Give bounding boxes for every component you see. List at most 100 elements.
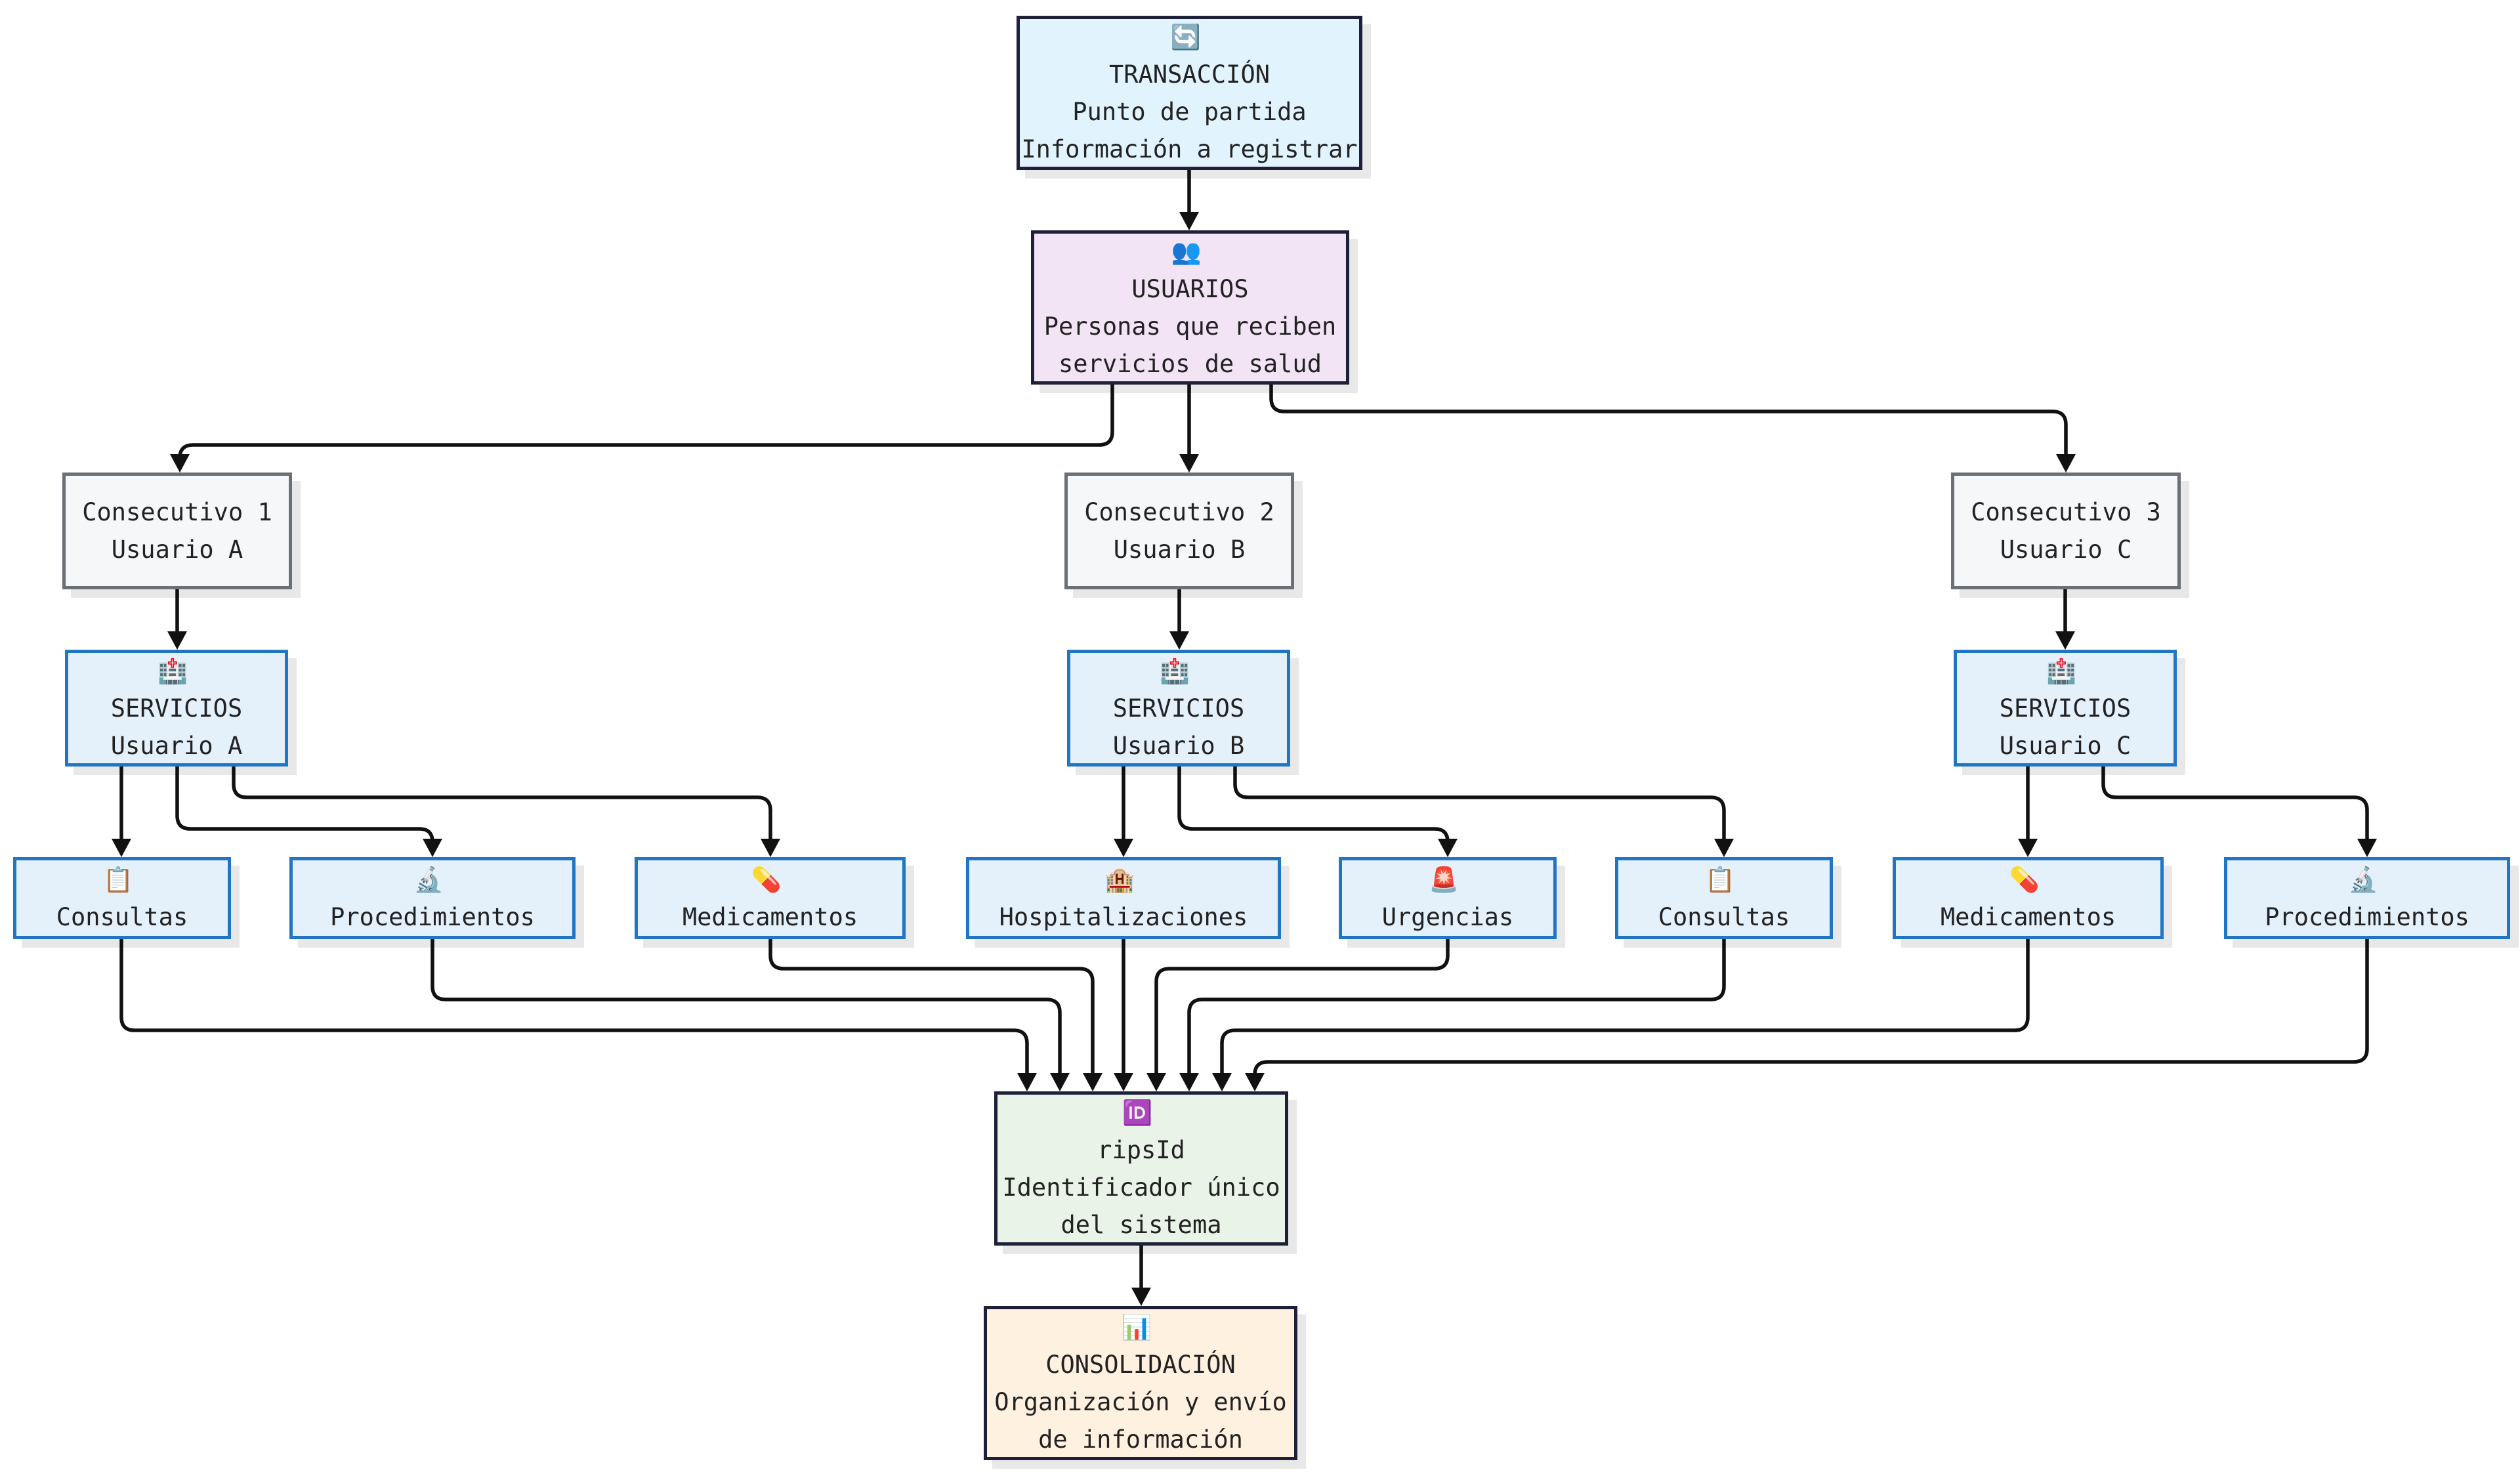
arrowhead-servicios_c: [2055, 631, 2075, 650]
microscope-icon: 🔬: [413, 865, 444, 894]
arrowhead-consultas_a: [112, 839, 131, 857]
arrowhead-consolidacion: [1131, 1288, 1151, 1306]
ripsid-description: del sistema: [1060, 1210, 1222, 1239]
transaccion-node: 🔄TRANSACCIÓN Punto de partida Informació…: [1017, 16, 1362, 170]
clipboard-icon: 📋: [1704, 865, 1736, 894]
arrowhead-consultas_b: [1714, 839, 1734, 857]
consecutivo-2-node: Consecutivo 2 Usuario B: [1064, 473, 1294, 589]
edge-procedimientos_a-to-ripsid: [430, 939, 1062, 1074]
hospital-icon: 🏥: [2046, 656, 2077, 685]
microscope-icon: 🔬: [2347, 865, 2379, 894]
consultas-b-node: 📋 Consultas: [1615, 857, 1833, 939]
pill-icon: 💊: [2009, 865, 2040, 894]
arrowhead-ripsid: [1114, 1073, 1133, 1091]
consecutivo-2-user: Usuario B: [1113, 536, 1246, 564]
edge-consultas_b-to-ripsid: [1187, 939, 1726, 1074]
arrowhead-servicios_b: [1169, 631, 1189, 650]
servicios-b-node: 🏥 SERVICIOS Usuario B: [1067, 650, 1290, 767]
ripsid-title: ripsId: [1097, 1135, 1185, 1164]
transaccion-title: TRANSACCIÓN: [1108, 60, 1270, 89]
edge-consultas_a-to-ripsid: [119, 939, 1029, 1074]
arrowhead-consecutivo3: [2056, 454, 2076, 473]
consecutivo-1-user: Usuario A: [111, 536, 243, 564]
edge-servicios_a-to-procedimientos_a: [175, 767, 434, 843]
edge-servicios_b-to-consultas_b: [1233, 767, 1726, 840]
servicios-b-title: SERVICIOS: [1112, 694, 1245, 723]
servicios-a-user: Usuario A: [110, 731, 243, 760]
arrowhead-urgencias_b: [1438, 839, 1458, 857]
edge-servicios_c-to-procedimientos_c: [2101, 767, 2369, 840]
hospitalizaciones-b-node: 🏨 Hospitalizaciones: [966, 857, 1281, 939]
arrowhead-ripsid: [1083, 1073, 1102, 1091]
servicios-b-user: Usuario B: [1112, 731, 1245, 760]
procedimientos-a-node: 🔬 Procedimientos: [289, 857, 576, 939]
arrowhead-servicios_a: [167, 631, 187, 650]
edge-urgencias_b-to-ripsid: [1154, 939, 1450, 1074]
medicamentos-a-node: 💊 Medicamentos: [635, 857, 906, 939]
consecutivo-1-node: Consecutivo 1 Usuario A: [62, 473, 292, 589]
usuarios-node: 👥 USUARIOS Personas que reciben servicios…: [1031, 230, 1349, 385]
edge-servicios_b-to-urgencias_b: [1177, 767, 1450, 843]
procedimientos-c-label: Procedimientos: [2265, 902, 2469, 931]
refresh-icon: 🔄: [1170, 22, 1201, 51]
consolidacion-description: de información: [1038, 1425, 1243, 1454]
consolidacion-node: 📊CONSOLIDACIÓN Organización y envío de i…: [984, 1306, 1297, 1460]
hospitalizaciones-b-label: Hospitalizaciones: [999, 902, 1248, 931]
arrowhead-ripsid: [1179, 1073, 1199, 1091]
edge-medicamentos_c-to-ripsid: [1220, 939, 2030, 1074]
arrowhead-ripsid: [1212, 1073, 1232, 1091]
arrowhead-ripsid: [1050, 1073, 1070, 1091]
arrowhead-ripsid: [1017, 1073, 1037, 1091]
transaccion-subtitle: Punto de partida: [1072, 97, 1307, 126]
hospital-icon: 🏥: [1159, 656, 1190, 685]
urgencias-b-label: Urgencias: [1381, 902, 1514, 931]
consolidacion-subtitle: Organización y envío: [994, 1387, 1287, 1416]
arrowhead-procedimientos_c: [2357, 839, 2377, 857]
medicamentos-a-label: Medicamentos: [682, 902, 858, 931]
id-icon: 🆔: [1122, 1098, 1153, 1127]
consecutivo-3-label: Consecutivo 3: [1971, 498, 2161, 526]
hotel-icon: 🏨: [1104, 865, 1135, 894]
arrowhead-ripsid: [1245, 1073, 1265, 1091]
medicamentos-c-node: 💊 Medicamentos: [1893, 857, 2164, 939]
consultas-b-label: Consultas: [1658, 902, 1790, 931]
arrowhead-medicamentos_a: [761, 839, 780, 857]
users-icon: 👥: [1171, 237, 1202, 266]
consecutivo-3-node: Consecutivo 3 Usuario C: [1951, 473, 2181, 589]
arrowhead-medicamentos_c: [2018, 839, 2038, 857]
consecutivo-3-user: Usuario C: [2000, 536, 2132, 564]
consolidacion-title: CONSOLIDACIÓN: [1045, 1350, 1236, 1379]
procedimientos-a-label: Procedimientos: [330, 902, 535, 931]
siren-icon: 🚨: [1428, 865, 1460, 894]
consultas-a-label: Consultas: [56, 902, 188, 931]
servicios-c-node: 🏥SERVICIOS Usuario C: [1954, 650, 2177, 767]
ripsid-subtitle: Identificador único: [1002, 1173, 1280, 1202]
edge-usuarios-to-consecutivo1: [178, 385, 1114, 459]
pill-icon: 💊: [751, 865, 782, 894]
servicios-c-title: SERVICIOS: [1999, 694, 2132, 723]
usuarios-title: USUARIOS: [1131, 274, 1249, 303]
usuarios-description: servicios de salud: [1059, 349, 1322, 378]
edge-usuarios-to-consecutivo3: [1269, 385, 2068, 455]
servicios-a-node: 🏥 SERVICIOS Usuario A: [65, 650, 288, 767]
edge-servicios_a-to-medicamentos_a: [232, 767, 772, 840]
arrowhead-consecutivo1: [170, 454, 190, 473]
urgencias-b-node: 🚨 Urgencias: [1339, 857, 1557, 939]
edge-medicamentos_a-to-ripsid: [768, 939, 1095, 1074]
consecutivo-2-label: Consecutivo 2: [1084, 498, 1274, 526]
arrowhead-usuarios: [1179, 212, 1199, 230]
medicamentos-c-label: Medicamentos: [1940, 902, 2116, 931]
arrowhead-hospitalizaciones_b: [1114, 839, 1133, 857]
usuarios-subtitle: Personas que reciben: [1043, 312, 1337, 341]
arrowhead-ripsid: [1146, 1073, 1166, 1091]
consultas-a-node: 📋 Consultas: [13, 857, 231, 939]
hospital-icon: 🏥: [157, 656, 188, 685]
arrowhead-procedimientos_a: [423, 839, 442, 857]
servicios-a-title: SERVICIOS: [110, 694, 243, 723]
edge-procedimientos_c-to-ripsid: [1253, 939, 2369, 1076]
consecutivo-1-label: Consecutivo 1: [82, 498, 272, 526]
ripsid-node: 🆔 ripsId Identificador único del sistema: [994, 1091, 1288, 1246]
clipboard-icon: 📋: [102, 865, 134, 894]
